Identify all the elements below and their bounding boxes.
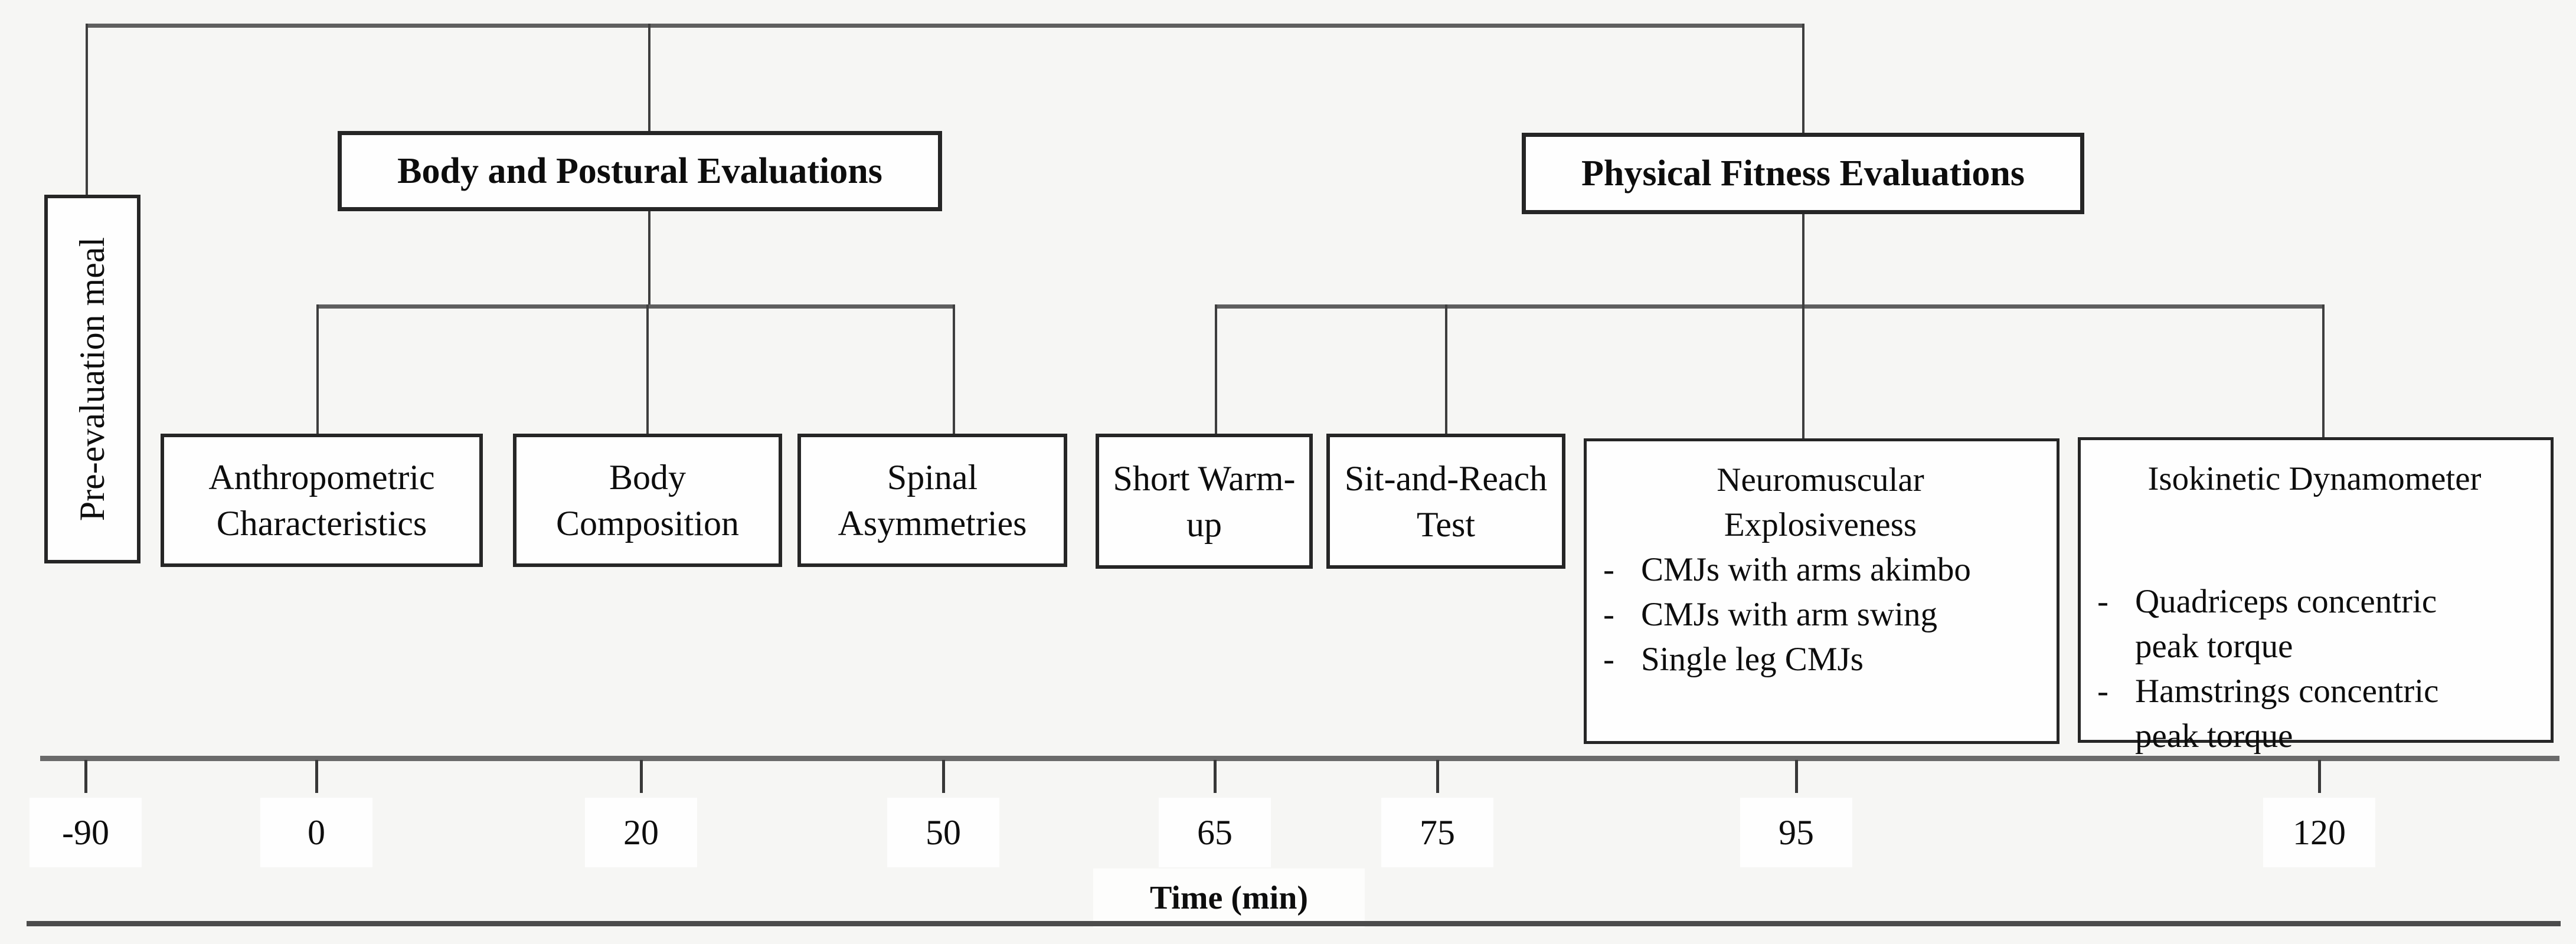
spinal-asymmetries-label: Spinal Asymmetries bbox=[838, 458, 1027, 543]
timeline-tick-65 bbox=[1214, 760, 1217, 793]
isokinetic-dynamometer-box: Isokinetic Dynamometer - Quadriceps conc… bbox=[2078, 437, 2554, 755]
body-composition-label: Body Composition bbox=[555, 458, 740, 543]
pre-evaluation-meal-box: Pre-evaluation meal bbox=[44, 195, 140, 563]
bullet-dash: - bbox=[2097, 673, 2108, 710]
timeline-tick-label: 120 bbox=[2263, 798, 2375, 867]
anthropometric-characteristics-box: Anthropometric Characteristics bbox=[161, 434, 483, 567]
connector-anthropometric bbox=[316, 304, 319, 436]
spinal-asymmetries-box: Spinal Asymmetries bbox=[797, 434, 1067, 567]
bullet-dash: - bbox=[2097, 583, 2108, 620]
timeline-tick-20 bbox=[640, 760, 643, 793]
sit-and-reach-label: Sit-and-Reach Test bbox=[1344, 458, 1548, 544]
timeline-axis-title: Time (min) bbox=[1093, 868, 1365, 927]
connector-sit-and-reach bbox=[1445, 304, 1447, 436]
body-postural-evaluations-label: Body and Postural Evaluations bbox=[397, 150, 882, 191]
neuromuscular-item-label: Single leg CMJs bbox=[1641, 641, 1864, 678]
physical-fitness-evaluations-label: Physical Fitness Evaluations bbox=[1581, 153, 2025, 194]
timeline-tick-label: -90 bbox=[30, 798, 142, 867]
physical-branch-line bbox=[1215, 304, 2325, 309]
connector-body-drop bbox=[648, 24, 650, 133]
connector-isokinetic bbox=[2322, 304, 2325, 440]
anthropometric-characteristics-label: Anthropometric Characteristics bbox=[208, 458, 435, 543]
neuromuscular-item-label: CMJs with arms akimbo bbox=[1641, 551, 1971, 588]
timeline-tick-label: 95 bbox=[1740, 798, 1852, 867]
bullet-dash: - bbox=[1603, 551, 1614, 588]
connector-preeval-drop bbox=[86, 24, 88, 197]
isokinetic-title: Isokinetic Dynamometer bbox=[2147, 460, 2482, 497]
neuromuscular-item-label: CMJs with arm swing bbox=[1641, 596, 1937, 633]
timeline-tick-95 bbox=[1795, 760, 1798, 793]
pre-evaluation-meal-label: Pre-evaluation meal bbox=[73, 237, 112, 522]
connector-physical-drop bbox=[1802, 24, 1804, 135]
timeline-tick-label: 75 bbox=[1381, 798, 1493, 867]
bullet-dash: - bbox=[1603, 641, 1614, 678]
timeline-tick-120 bbox=[2318, 760, 2321, 793]
neuromuscular-title: Neuromuscular Explosiveness bbox=[1717, 461, 1924, 543]
bullet-dash: - bbox=[1603, 596, 1614, 633]
sit-and-reach-box: Sit-and-Reach Test bbox=[1326, 434, 1565, 569]
figure-bottom-rule bbox=[27, 921, 2561, 926]
timeline-tick-label: 65 bbox=[1159, 798, 1271, 867]
physical-fitness-evaluations-box: Physical Fitness Evaluations bbox=[1522, 133, 2084, 214]
short-warmup-label: Short Warm-up bbox=[1113, 458, 1296, 544]
connector-physical-mid-drop bbox=[1802, 212, 1804, 307]
connector-neuromuscular bbox=[1802, 304, 1804, 441]
timeline-tick-label: 20 bbox=[585, 798, 697, 867]
connector-body-mid-drop bbox=[648, 210, 650, 308]
body-composition-box: Body Composition bbox=[513, 434, 782, 567]
timeline-tick-label: 50 bbox=[887, 798, 999, 867]
timeline-tick-0 bbox=[315, 760, 318, 793]
connector-spinal bbox=[953, 304, 955, 436]
body-branch-line bbox=[316, 304, 955, 309]
timeline-tick--90 bbox=[84, 760, 87, 793]
top-connector-line bbox=[86, 24, 1804, 28]
timeline-axis bbox=[40, 756, 2559, 761]
neuromuscular-item: - Single leg CMJs bbox=[1595, 637, 2046, 682]
isokinetic-item-label: Quadriceps concentric peak torque bbox=[2135, 583, 2437, 665]
neuromuscular-item: - CMJs with arms akimbo bbox=[1595, 548, 2046, 592]
connector-short-warmup bbox=[1215, 304, 1217, 436]
isokinetic-item-label: Hamstrings concentric peak torque bbox=[2135, 673, 2439, 755]
timeline-tick-label: 0 bbox=[260, 798, 372, 867]
connector-body-composition bbox=[646, 304, 649, 436]
short-warmup-box: Short Warm-up bbox=[1096, 434, 1313, 569]
timeline-tick-50 bbox=[942, 760, 945, 793]
neuromuscular-item: - CMJs with arm swing bbox=[1595, 592, 2046, 637]
neuromuscular-explosiveness-box: Neuromuscular Explosiveness - CMJs with … bbox=[1584, 438, 2060, 744]
isokinetic-item: - Quadriceps concentric peak torque bbox=[2089, 579, 2540, 669]
timeline-tick-75 bbox=[1436, 760, 1439, 793]
isokinetic-item: - Hamstrings concentric peak torque bbox=[2089, 669, 2540, 759]
body-postural-evaluations-box: Body and Postural Evaluations bbox=[338, 131, 942, 211]
